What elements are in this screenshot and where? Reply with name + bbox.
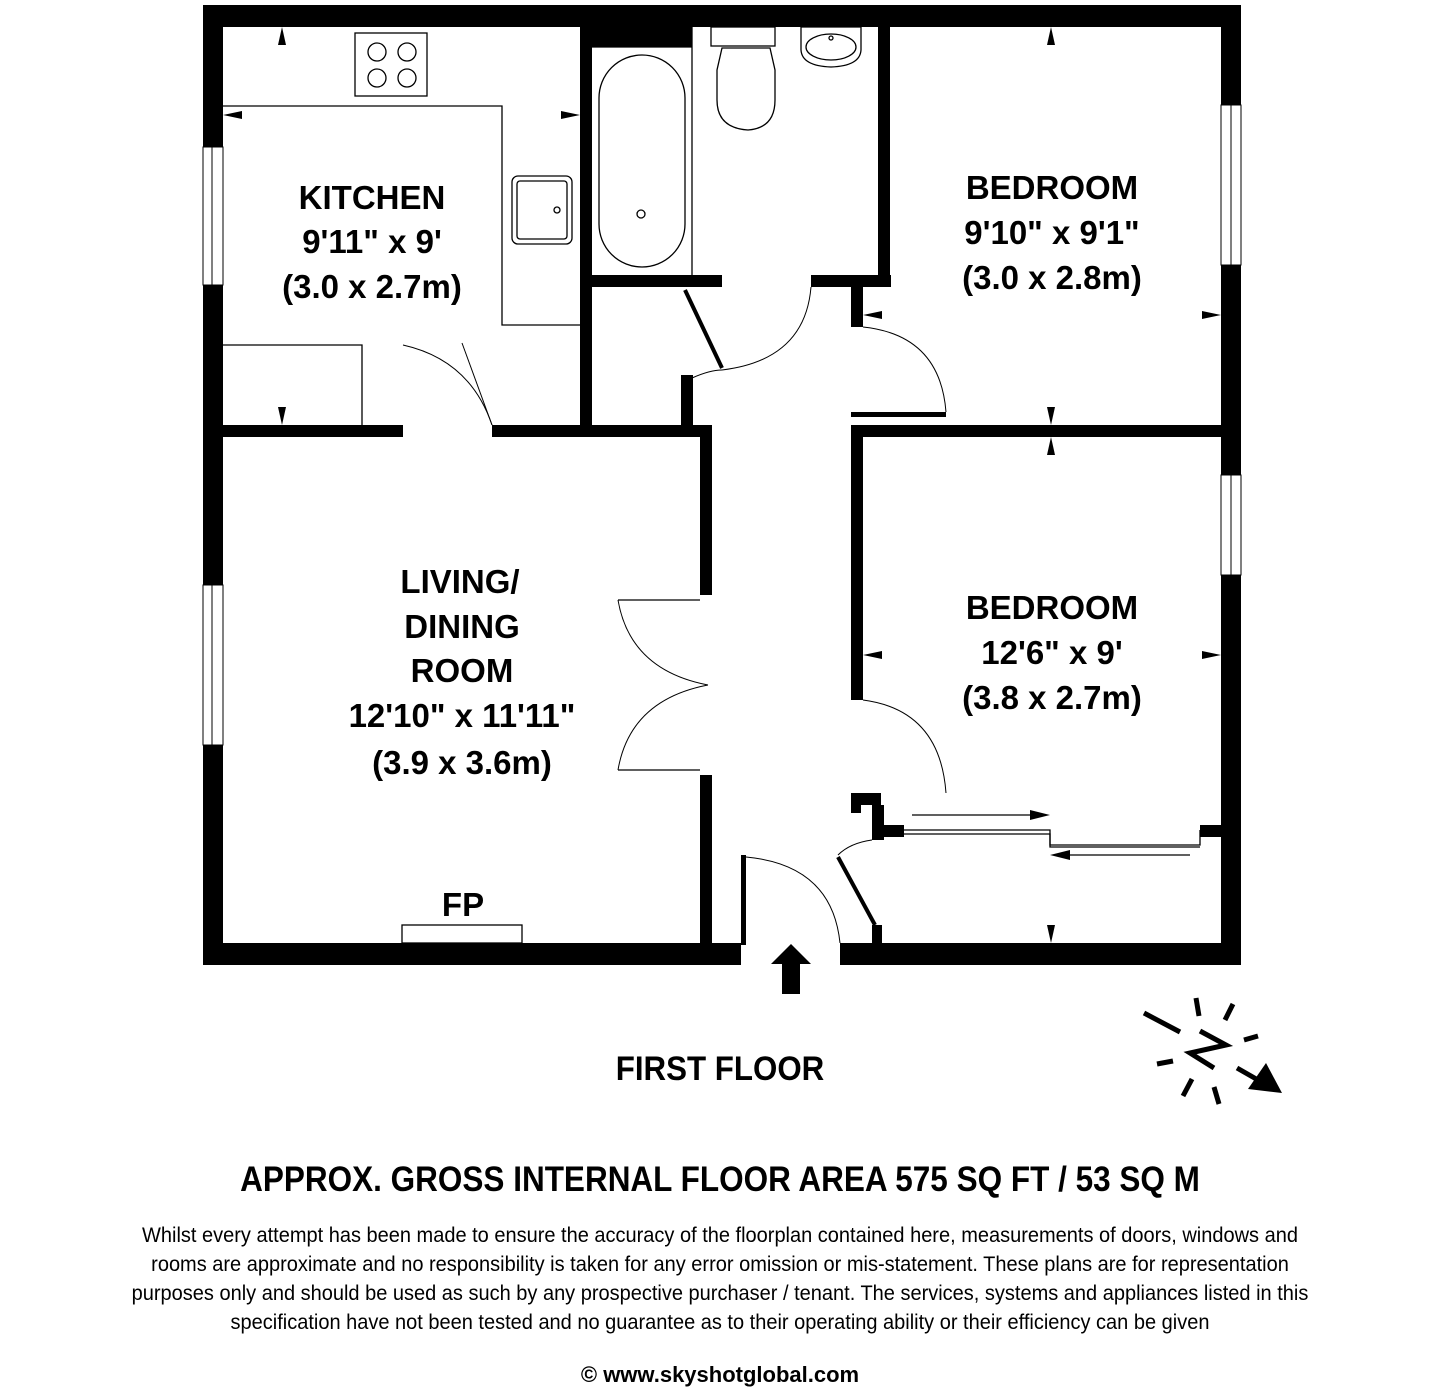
disclaimer-line: specification have not been tested and n…	[230, 1310, 1210, 1334]
copyright: © www.skyshotglobal.com	[580, 1362, 860, 1387]
toilet-icon	[710, 26, 776, 47]
room-labels: KITCHEN 9'11" x 9' (3.0 x 2.7m) BEDROOM …	[282, 169, 1142, 923]
kitchen-name: KITCHEN	[299, 179, 446, 216]
bedroom2-imperial: 12'6" x 9'	[981, 634, 1122, 671]
disclaimer-line: Whilst every attempt has been made to en…	[142, 1223, 1298, 1247]
fireplace-icon	[401, 924, 523, 944]
windows	[202, 104, 1242, 746]
floor-label: FIRST FLOOR	[615, 1050, 825, 1088]
floor-plan: KITCHEN 9'11" x 9' (3.0 x 2.7m) BEDROOM …	[202, 5, 1282, 1105]
walls	[203, 5, 1241, 965]
gross-area: APPROX. GROSS INTERNAL FLOOR AREA 575 SQ…	[240, 1160, 1200, 1199]
bedroom2-name: BEDROOM	[966, 589, 1138, 626]
bedroom2-metric: (3.8 x 2.7m)	[962, 679, 1142, 716]
kitchen-metric: (3.0 x 2.7m)	[282, 268, 462, 305]
living-metric: (3.9 x 3.6m)	[372, 744, 552, 781]
bathtub-icon	[598, 54, 686, 268]
dimension-arrows	[223, 27, 1221, 943]
bedroom1-metric: (3.0 x 2.8m)	[962, 259, 1142, 296]
bedroom1-imperial: 9'10" x 9'1"	[964, 214, 1139, 251]
disclaimer-line: rooms are approximate and no responsibil…	[151, 1252, 1289, 1276]
fireplace-label: FP	[442, 886, 484, 923]
basin-icon	[800, 26, 862, 68]
living-line3: ROOM	[411, 652, 514, 689]
kitchen-imperial: 9'11" x 9'	[302, 223, 442, 260]
fixtures	[223, 26, 1201, 944]
bedroom1-name: BEDROOM	[966, 169, 1138, 206]
disclaimer: Whilst every attempt has been made to en…	[50, 1221, 1389, 1337]
hob-icon	[354, 32, 428, 97]
disclaimer-line: purposes only and should be used as such…	[131, 1281, 1309, 1305]
living-imperial: 12'10" x 11'11"	[349, 697, 576, 734]
sink-icon	[511, 175, 573, 245]
living-line2: DINING	[404, 608, 520, 645]
living-line1: LIVING/	[400, 563, 519, 600]
door-leaves	[683, 289, 877, 926]
entrance-arrow-icon	[771, 944, 811, 994]
north-compass-icon	[1142, 997, 1282, 1105]
